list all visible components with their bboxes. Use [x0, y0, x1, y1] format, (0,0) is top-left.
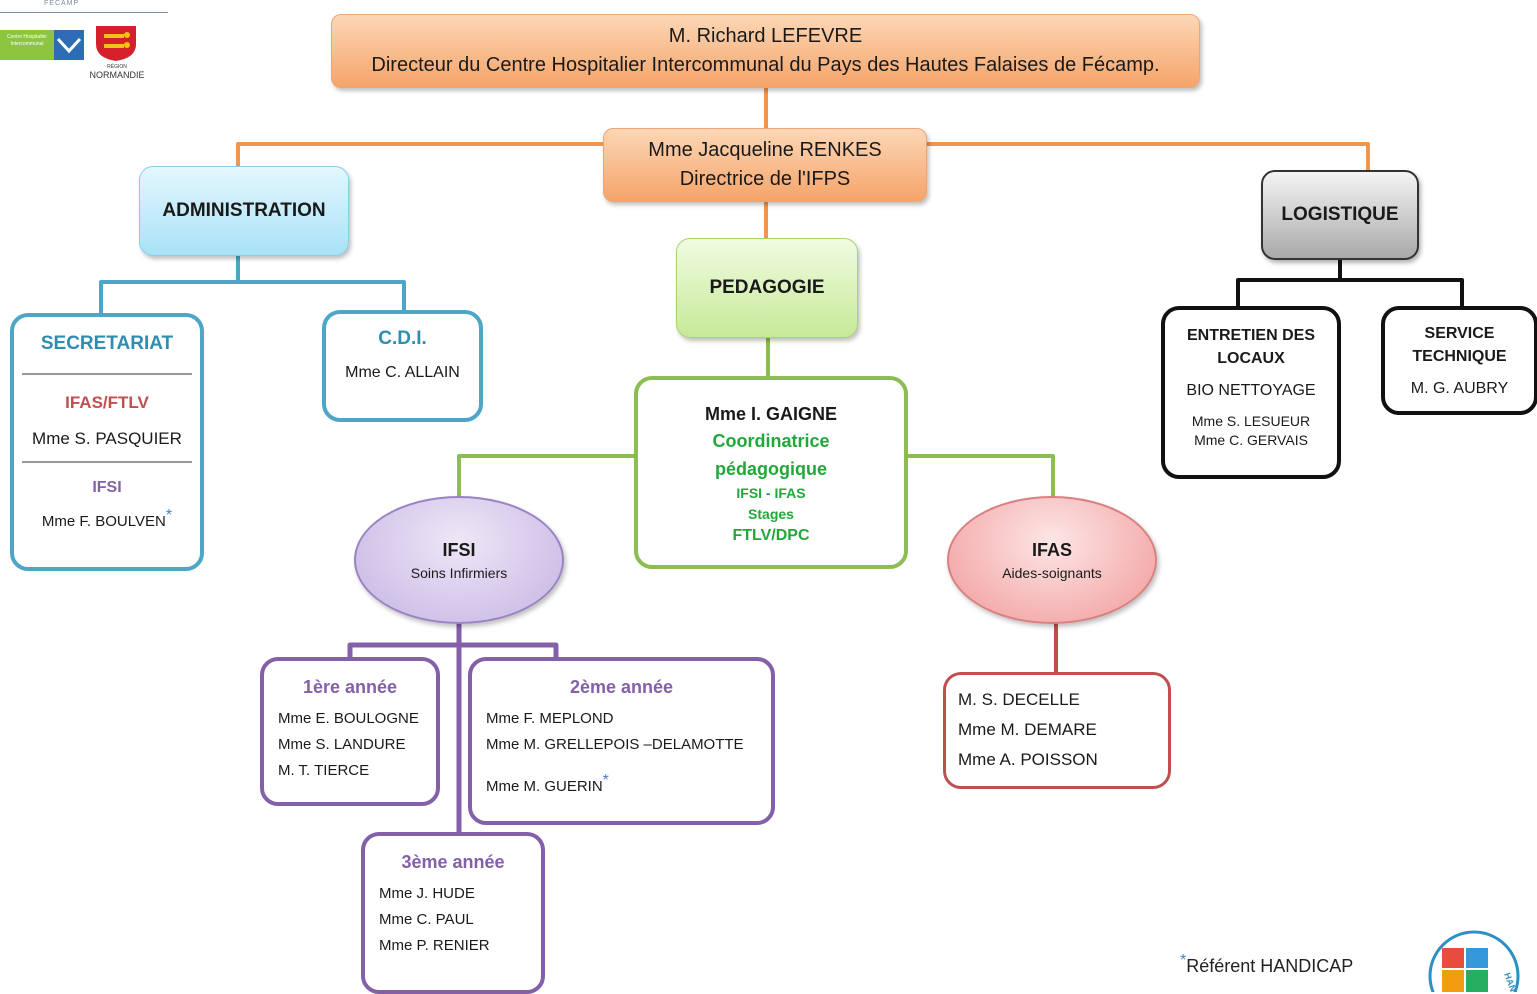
logistique-box: LOGISTIQUE — [1261, 170, 1419, 260]
entretien-subtitle: BIO NETTOYAGE — [1186, 382, 1316, 399]
coordination-name: Mme I. GAIGNE — [704, 404, 838, 424]
year2-title: 2ème année — [569, 677, 674, 697]
ifsi-subtitle: Soins Infirmiers — [410, 564, 508, 581]
ifsi-ellipse: IFSI Soins Infirmiers — [354, 496, 564, 624]
handicap-referent-star: * — [602, 772, 609, 789]
secretariat-title: SECRETARIAT — [40, 333, 174, 354]
ifps-director-name: Mme Jacqueline RENKES — [648, 139, 882, 161]
year1-title: 1ère année — [302, 677, 398, 697]
separator-line — [22, 461, 192, 463]
pedagogie-box: PEDAGOGIE — [676, 238, 858, 338]
hospital-wave-icon — [54, 30, 84, 60]
cdi-box: C.D.I. Mme C. ALLAIN — [322, 310, 483, 422]
legend-text: Référent HANDICAP — [1186, 956, 1354, 976]
entretien-title: ENTRETIEN DES LOCAUX — [1186, 327, 1315, 367]
logo-top-text: FECAMP — [44, 0, 80, 7]
list-item: M. T. TIERCE — [278, 762, 370, 779]
year3-members: Mme J. HUDE Mme C. PAUL Mme P. RENIER — [379, 881, 541, 959]
director-box: M. Richard LEFEVRE Directeur du Centre H… — [331, 14, 1200, 88]
director-title: Directeur du Centre Hospitalier Intercom… — [371, 54, 1160, 76]
pedagogie-label: PEDAGOGIE — [709, 277, 825, 298]
ifsi-title: IFSI — [442, 539, 476, 560]
list-item: Mme S. LESUEUR — [1191, 413, 1311, 429]
year3-box: 3ème année Mme J. HUDE Mme C. PAUL Mme P… — [361, 832, 545, 994]
ifps-director-title: Directrice de l'IFPS — [679, 168, 851, 190]
ifas-team-members: M. S. DECELLE Mme M. DEMARE Mme A. POISS… — [958, 685, 1168, 775]
list-item: Mme E. BOULOGNE — [278, 710, 419, 727]
year3-title: 3ème année — [401, 852, 505, 872]
ifas-team-box: M. S. DECELLE Mme M. DEMARE Mme A. POISS… — [943, 672, 1171, 789]
year2-members: Mme F. MEPLOND Mme M. GRELLEPOIS –DELAMO… — [486, 706, 771, 800]
list-item: Mme A. POISSON — [958, 750, 1098, 769]
list-item: Mme M. GUERIN* — [486, 772, 609, 795]
coordination-scope: IFSI - IFAS Stages FTLV/DPC — [732, 485, 810, 544]
ch-logo: Centre Hospitalier Intercommunal — [0, 30, 54, 60]
normandie-shield-icon — [96, 26, 136, 61]
ifas-ftlv-person: Mme S. PASQUIER — [32, 429, 182, 448]
cdi-person: Mme C. ALLAIN — [345, 364, 460, 381]
year2-box: 2ème année Mme F. MEPLOND Mme M. GRELLEP… — [468, 657, 775, 825]
separator-line — [22, 373, 192, 375]
administration-box: ADMINISTRATION — [139, 166, 349, 256]
list-item: Mme C. PAUL — [379, 911, 474, 928]
handicap-logo-icon: HANDICAP — [1428, 930, 1524, 992]
entretien-box: ENTRETIEN DES LOCAUX BIO NETTOYAGE Mme S… — [1161, 306, 1341, 479]
coordination-box: Mme I. GAIGNE Coordinatrice pédagogique … — [634, 376, 908, 569]
ifps-director-box: Mme Jacqueline RENKES Directrice de l'IF… — [603, 128, 927, 202]
list-item: Mme M. GRELLEPOIS –DELAMOTTE — [486, 736, 744, 753]
ifas-title: IFAS — [1031, 539, 1072, 560]
ifsi-admin-title: IFSI — [92, 479, 122, 496]
logos-area: FECAMP Centre Hospitalier Intercommunal … — [0, 0, 170, 90]
handicap-referent-star: * — [165, 507, 173, 524]
director-name: M. Richard LEFEVRE — [668, 25, 863, 47]
service-technique-box: SERVICE TECHNIQUE M. G. AUBRY — [1381, 306, 1537, 415]
coordination-role: Coordinatrice pédagogique — [712, 431, 830, 479]
list-item: Mme P. RENIER — [379, 937, 490, 954]
ifas-ellipse: IFAS Aides-soignants — [947, 496, 1157, 624]
region-label: RÉGION NORMANDIE — [89, 64, 145, 80]
year1-box: 1ère année Mme E. BOULOGNE Mme S. LANDUR… — [260, 657, 440, 806]
entretien-members: Mme S. LESUEUR Mme C. GERVAIS — [1165, 412, 1337, 450]
cdi-title: C.D.I. — [378, 328, 427, 349]
list-item: Mme F. MEPLOND — [486, 710, 614, 727]
list-item: M. S. DECELLE — [958, 690, 1080, 709]
year1-members: Mme E. BOULOGNE Mme S. LANDURE M. T. TIE… — [278, 706, 436, 784]
service-technique-person: M. G. AUBRY — [1410, 380, 1509, 397]
logo-divider — [0, 12, 168, 13]
list-item: Mme J. HUDE — [379, 885, 475, 902]
ifas-subtitle: Aides-soignants — [1002, 564, 1102, 581]
logistique-label: LOGISTIQUE — [1281, 204, 1399, 225]
legend: *Référent HANDICAP — [1180, 952, 1353, 977]
ifas-ftlv-title: IFAS/FTLV — [65, 393, 149, 412]
administration-label: ADMINISTRATION — [162, 200, 326, 221]
secretariat-box: SECRETARIAT IFAS/FTLV Mme S. PASQUIER IF… — [10, 313, 204, 571]
list-item: Mme C. GERVAIS — [1194, 432, 1308, 448]
ifsi-admin-person: Mme F. BOULVEN* — [41, 507, 173, 530]
list-item: Mme M. DEMARE — [958, 720, 1097, 739]
service-technique-title: SERVICE TECHNIQUE — [1412, 325, 1507, 365]
legend-star: * — [1180, 952, 1187, 969]
list-item: Mme S. LANDURE — [278, 736, 406, 753]
